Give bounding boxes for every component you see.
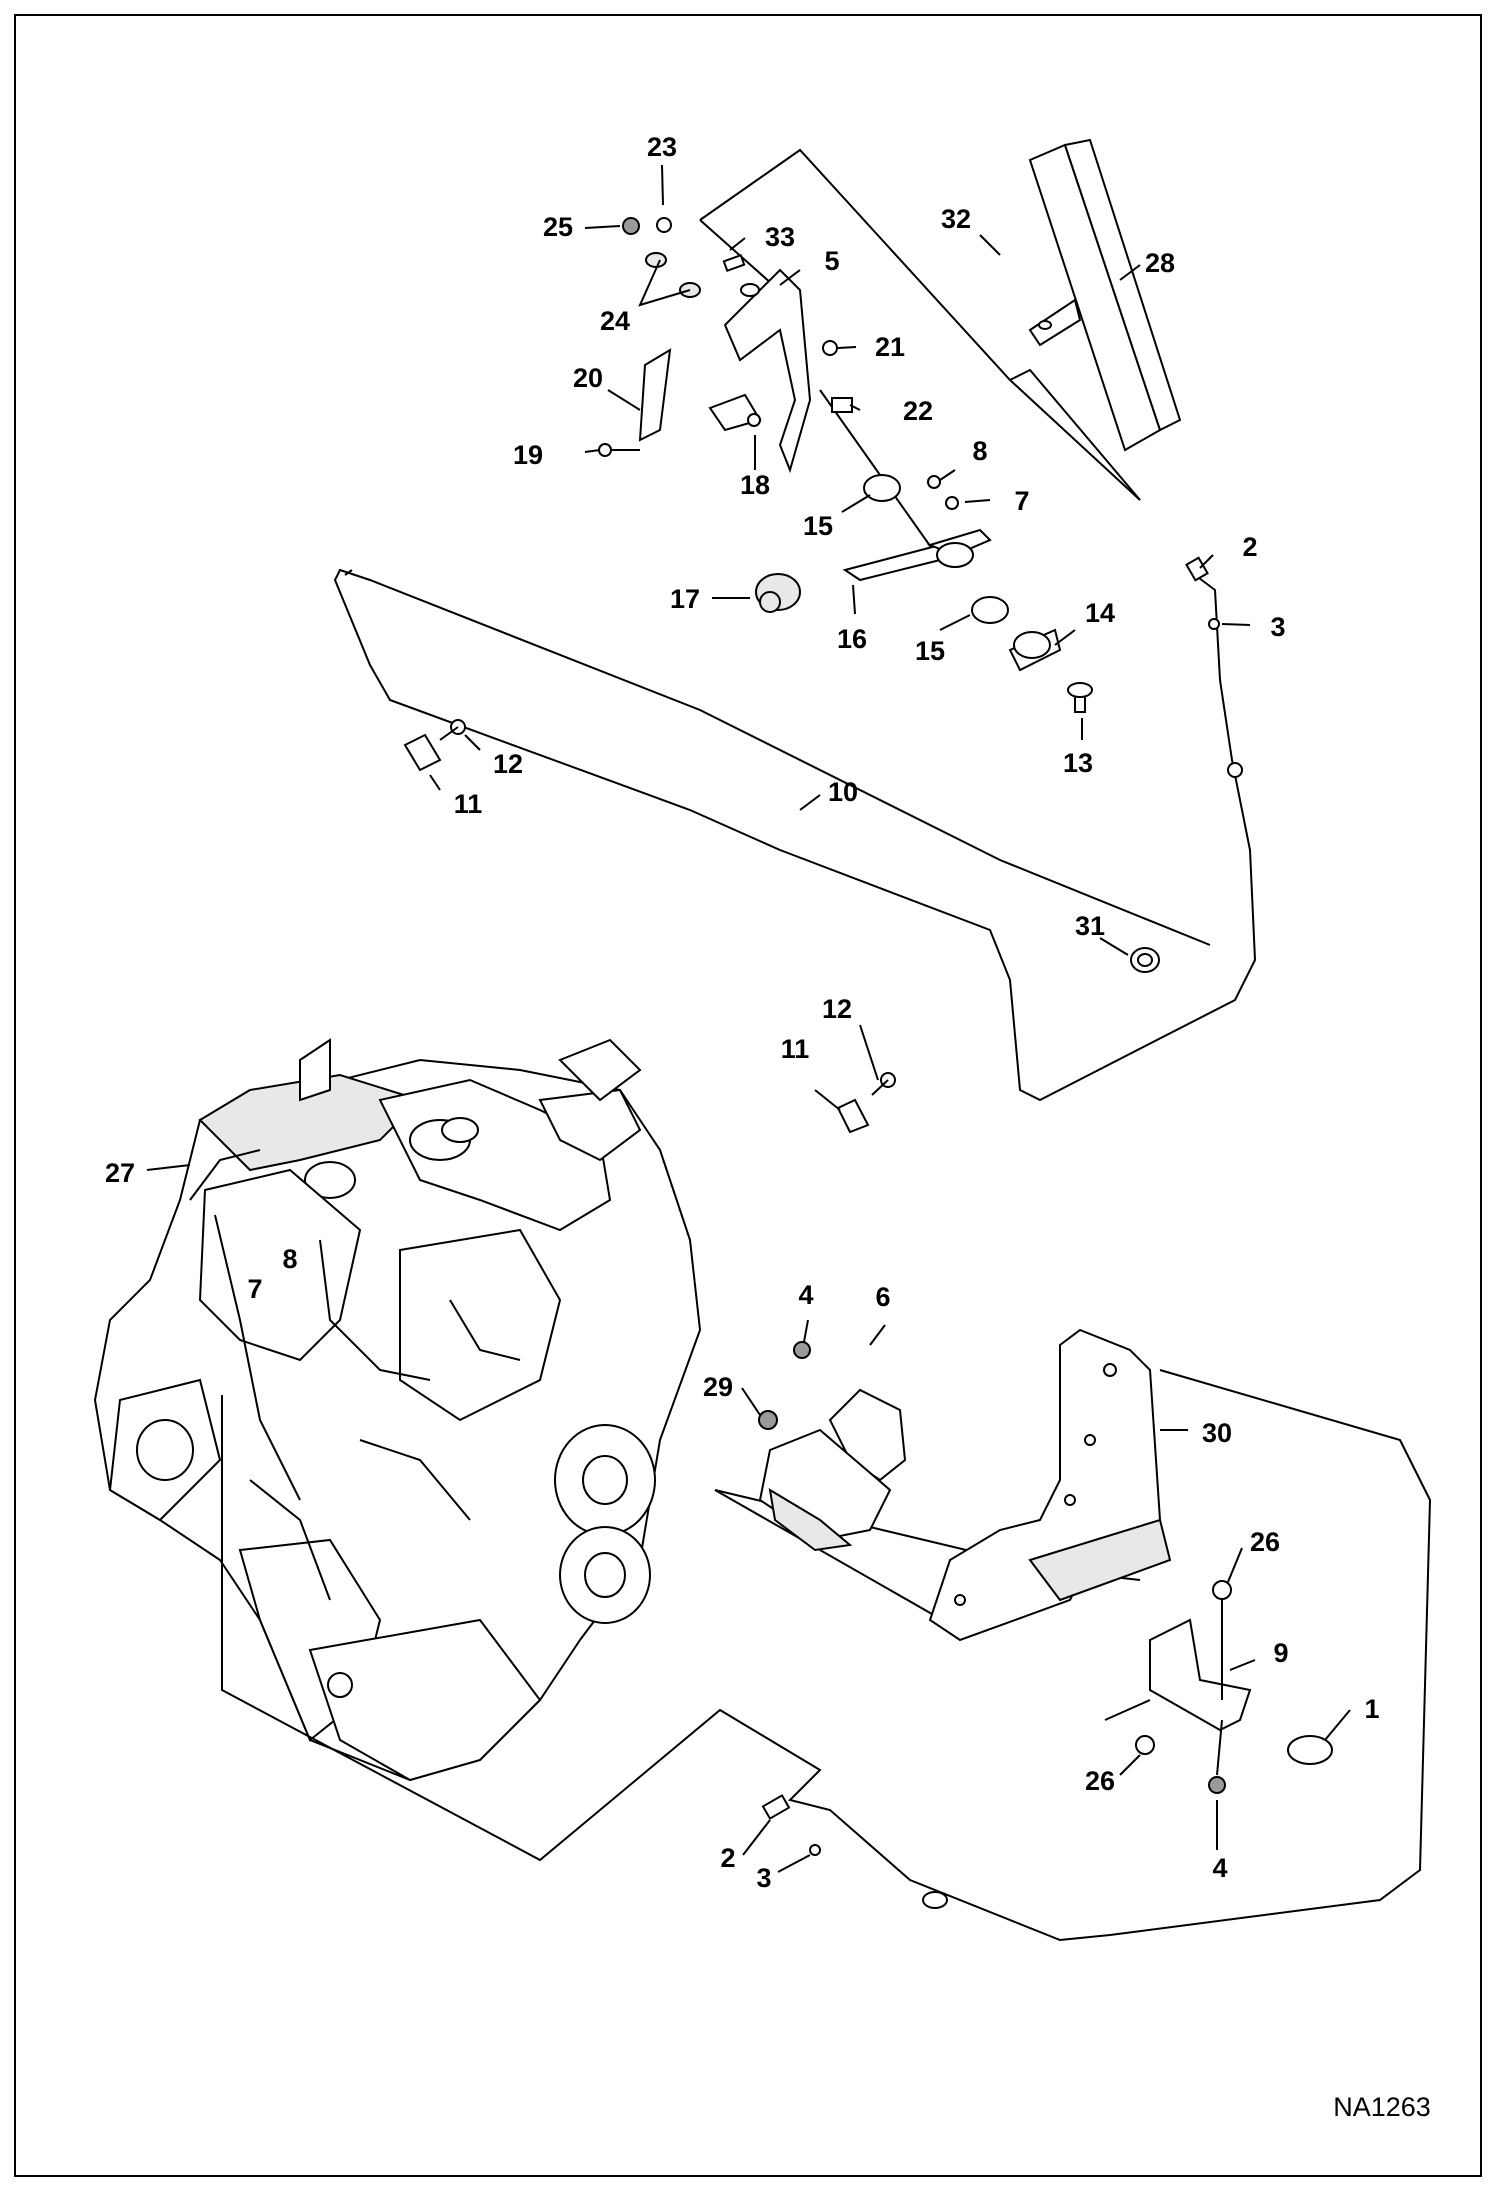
callout-24: 24 bbox=[600, 306, 630, 336]
callout-3-lower: 3 bbox=[756, 1863, 771, 1893]
callout-15-upper: 15 bbox=[803, 511, 833, 541]
callout-1: 1 bbox=[1364, 1694, 1379, 1724]
callout-28: 28 bbox=[1145, 248, 1175, 278]
figure-id: NA1263 bbox=[1333, 2092, 1431, 2122]
callout-19: 19 bbox=[513, 440, 543, 470]
callout-18: 18 bbox=[740, 470, 770, 500]
callout-10: 10 bbox=[828, 777, 858, 807]
callout-20: 20 bbox=[573, 363, 603, 393]
callout-27: 27 bbox=[105, 1158, 135, 1188]
clamp-mid bbox=[836, 1072, 896, 1134]
callout-31: 31 bbox=[1075, 911, 1105, 941]
callout-11-mid: 11 bbox=[781, 1034, 810, 1064]
callout-21: 21 bbox=[875, 332, 905, 362]
callout-22: 22 bbox=[903, 396, 933, 426]
callout-25: 25 bbox=[543, 212, 573, 242]
callout-15-lower: 15 bbox=[915, 636, 945, 666]
callout-23: 23 bbox=[647, 132, 677, 162]
leader-lines bbox=[146, 164, 1351, 1873]
callout-12-mid: 12 bbox=[822, 994, 852, 1024]
callout-32: 32 bbox=[941, 204, 971, 234]
callout-4-upper: 4 bbox=[798, 1280, 813, 1310]
callout-14: 14 bbox=[1085, 598, 1115, 628]
callout-2-lower: 2 bbox=[720, 1843, 735, 1873]
bracket-part-9 bbox=[1104, 1580, 1333, 1794]
callout-labels: 23 25 33 5 32 28 24 21 20 22 19 18 8 7 1… bbox=[105, 132, 1380, 1893]
callout-2-upper: 2 bbox=[1242, 532, 1257, 562]
callout-26-lower: 26 bbox=[1085, 1766, 1115, 1796]
callout-6: 6 bbox=[875, 1282, 890, 1312]
callout-12-upper: 12 bbox=[493, 749, 523, 779]
callout-9: 9 bbox=[1273, 1638, 1288, 1668]
callout-4-lower: 4 bbox=[1212, 1853, 1227, 1883]
engine-block bbox=[93, 1038, 702, 1782]
callout-16: 16 bbox=[837, 624, 867, 654]
callout-7-upper: 7 bbox=[1014, 486, 1029, 516]
callout-5: 5 bbox=[824, 246, 839, 276]
clip-31 bbox=[1130, 947, 1160, 973]
callout-17: 17 bbox=[670, 584, 700, 614]
channel-part-28 bbox=[1028, 138, 1182, 452]
callout-8-engine: 8 bbox=[282, 1244, 297, 1274]
callout-33: 33 bbox=[765, 222, 795, 252]
lever-assembly bbox=[755, 474, 1093, 713]
callout-7-engine: 7 bbox=[247, 1274, 262, 1304]
callout-8-upper: 8 bbox=[972, 436, 987, 466]
diagram-frame bbox=[14, 14, 1482, 2177]
callout-11-upper: 11 bbox=[454, 789, 483, 819]
callout-3-upper: 3 bbox=[1270, 612, 1285, 642]
bracket-assembly bbox=[598, 217, 853, 474]
plate-part-30 bbox=[928, 1328, 1172, 1642]
callout-26-upper: 26 bbox=[1250, 1527, 1280, 1557]
callout-30: 30 bbox=[1202, 1418, 1232, 1448]
callout-29: 29 bbox=[703, 1372, 733, 1402]
callout-13: 13 bbox=[1063, 748, 1093, 778]
lower-bracket-assembly bbox=[758, 1341, 907, 1552]
clamp-upper-left bbox=[403, 719, 466, 772]
upper-cable bbox=[333, 556, 1257, 1102]
